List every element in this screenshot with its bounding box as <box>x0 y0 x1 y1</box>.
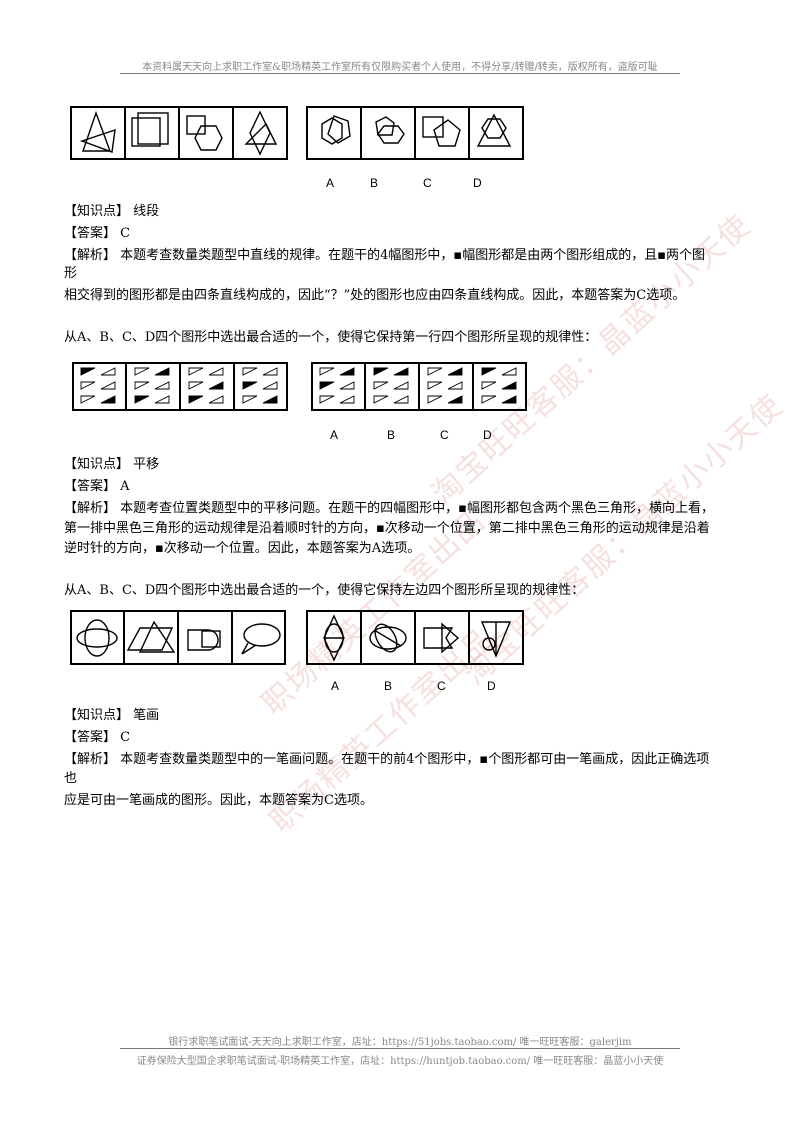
q3-analysis-line2: 也 <box>64 771 78 786</box>
option-label-c: C <box>440 428 449 442</box>
option-label-b: B <box>384 679 393 693</box>
option-label-d: D <box>487 679 496 693</box>
q3-answer: 【答案】 C <box>64 730 131 745</box>
option-label-a: A <box>330 428 339 442</box>
q2-analysis-line2: 第一排中黑色三角形的运动规律是沿着顺时针的方向，▪次移动一个位置，第二排中黑色三… <box>64 521 710 536</box>
footer-line1: 银行求职笔试面试-天天向上求职工作室，店址：https://51jobs.tao… <box>168 1037 632 1048</box>
q1-stem-figure <box>70 106 288 160</box>
q3-analysis-line1: 【解析】 本题考查数量类题型中的一笔画问题。在题干的前4个图形中，▪个图形都可由… <box>64 752 710 767</box>
option-label-a: A <box>326 176 335 190</box>
q1-answer: 【答案】 C <box>64 226 131 241</box>
q3-analysis-line3: 应是可由一笔画成的图形。因此，本题答案为C选项。 <box>64 793 373 808</box>
q2-options-figure <box>311 362 527 411</box>
option-label-d: D <box>483 428 492 442</box>
q2-answer: 【答案】 A <box>64 479 130 494</box>
q2-analysis-line1: 【解析】 本题考查位置类题型中的平移问题。在题干的四幅图形中，▪幅图形都包含两个… <box>64 501 714 516</box>
q3-options-figure <box>306 610 524 665</box>
q2-prompt: 从A、B、C、D四个图形中选出最合适的一个，使得它保持第一行四个图形所呈现的规律… <box>64 330 598 345</box>
header-notice: 本资料属天天向上求职工作室&职场精英工作室所有仅限购买者个人使用，不得分享/转赠… <box>142 62 658 73</box>
q1-analysis-line2: 形 <box>64 266 78 281</box>
header-rule <box>120 73 680 74</box>
option-label-c: C <box>437 679 446 693</box>
q2-analysis-line3: 逆时针的方向，▪次移动一个位置。因此，本题答案为A选项。 <box>64 541 421 556</box>
option-label-c: C <box>423 176 432 190</box>
q3-prompt: 从A、B、C、D四个图形中选出最合适的一个，使得它保持左边四个图形所呈现的规律性… <box>64 583 585 598</box>
footer-line2: 证券保险大型国企求职笔试面试-职场精英工作室，店址：https://huntjo… <box>136 1056 664 1067</box>
footer-rule <box>120 1048 680 1049</box>
q1-knowledge: 【知识点】 线段 <box>64 204 160 219</box>
option-label-d: D <box>473 176 482 190</box>
q1-analysis-line3: 相交得到的图形都是由四条直线构成的，因此“？”处的图形也应由四条直线构成。因此，… <box>64 288 686 303</box>
q1-options-figure <box>306 106 524 160</box>
option-label-b: B <box>387 428 396 442</box>
option-label-b: B <box>370 176 379 190</box>
q2-stem-figure <box>72 362 288 411</box>
q3-knowledge: 【知识点】 笔画 <box>64 708 160 723</box>
q1-analysis-line1: 【解析】 本题考查数量类题型中直线的规律。在题干的4幅图形中，▪幅图形都是由两个… <box>64 248 706 263</box>
option-label-a: A <box>331 679 340 693</box>
q3-stem-figure <box>70 610 286 665</box>
q2-knowledge: 【知识点】 平移 <box>64 457 160 472</box>
